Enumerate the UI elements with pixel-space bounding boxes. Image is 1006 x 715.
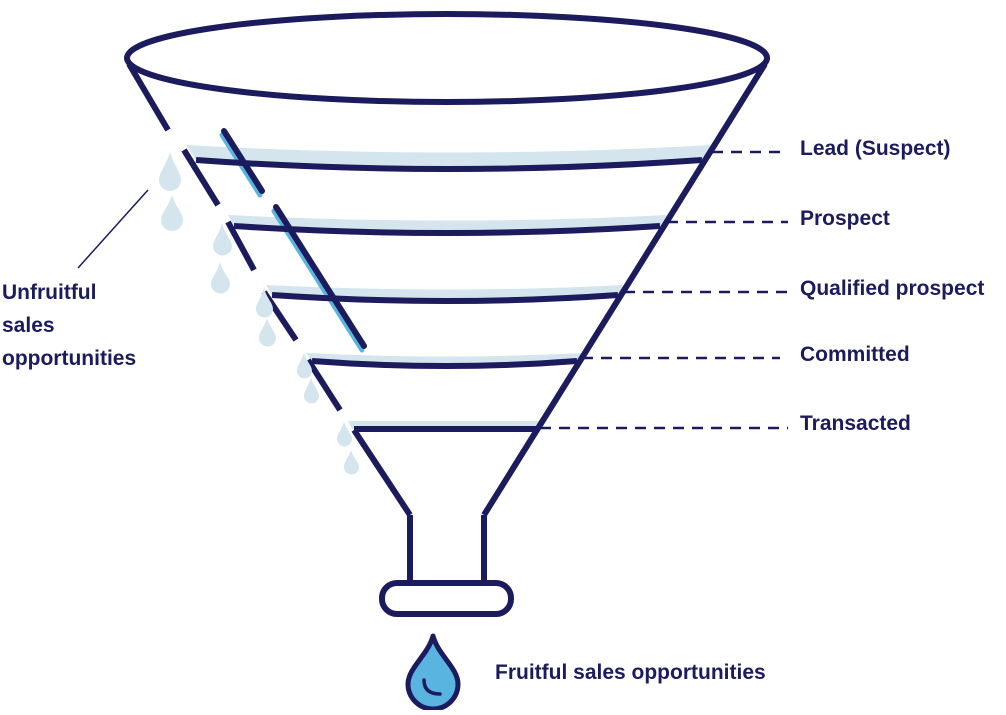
- unfruitful-label-line: sales: [2, 314, 55, 337]
- fruitful-label: Fruitful sales opportunities: [495, 661, 766, 684]
- stage-label-committed: Committed: [800, 343, 910, 366]
- drop-icon: [297, 353, 312, 379]
- unfruitful-pointer-line: [77, 189, 149, 269]
- stage-label-prospect: Prospect: [800, 207, 890, 230]
- liquid-band-lead: [186, 145, 712, 169]
- liquid-bands: [186, 145, 712, 429]
- unfruitful-label-line: Unfruitful: [2, 281, 97, 304]
- unfruitful-label-line: opportunities: [2, 347, 137, 370]
- funnel-outline: [124, 11, 770, 617]
- leak-drops: [159, 152, 359, 475]
- unfruitful-label: Unfruitful sales opportunities: [2, 276, 136, 375]
- stage-label-transacted: Transacted: [800, 412, 911, 435]
- drop-icon: [159, 152, 181, 191]
- drop-icon: [161, 195, 183, 231]
- funnel-rim: [124, 11, 770, 105]
- drop-icon: [304, 378, 319, 404]
- drop-icon: [213, 223, 232, 256]
- stage-label-lead: Lead (Suspect): [800, 137, 951, 160]
- stage-label-qualified-prospect: Qualified prospect: [800, 277, 985, 300]
- drop-icon: [259, 318, 276, 347]
- drop-icon: [256, 288, 273, 318]
- leader-lines: [540, 150, 788, 430]
- drop-icon: [211, 262, 230, 294]
- fruitful-drop-icon: [405, 633, 461, 712]
- drop-icon: [344, 450, 359, 475]
- drop-icon: [337, 422, 352, 447]
- funnel-outlet: [379, 580, 514, 617]
